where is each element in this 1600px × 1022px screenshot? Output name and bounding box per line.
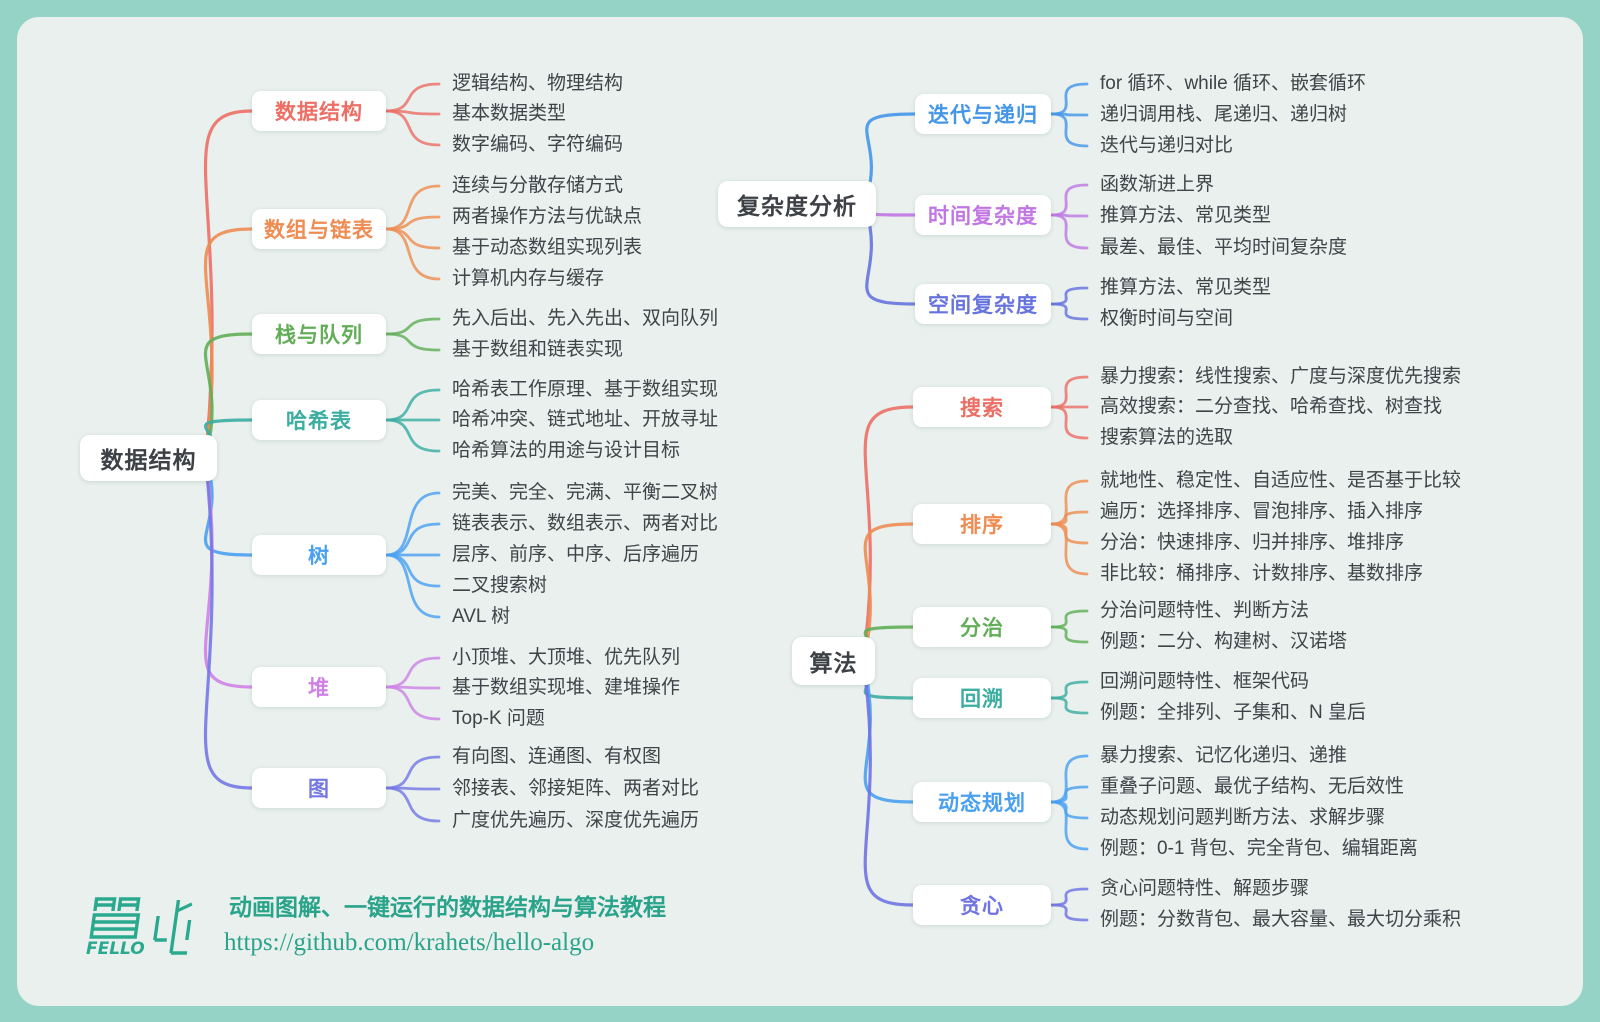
mindmap-topic-item[interactable]: 链表表示、数组表示、两者对比 — [452, 513, 719, 534]
mindmap-topic-item[interactable]: 动态规划问题判断方法、求解步骤 — [1100, 807, 1386, 828]
mindmap-topic-item[interactable]: 重叠子问题、最优子结构、无后效性 — [1100, 776, 1405, 797]
mindmap-topic-item[interactable]: 暴力搜索：线性搜索、广度与深度优先搜索 — [1100, 366, 1462, 387]
mindmap-branch-node[interactable]: 搜索 — [913, 387, 1051, 427]
mindmap-topic-item[interactable]: 推算方法、常见类型 — [1100, 277, 1272, 298]
mindmap-branch-node[interactable]: 图 — [252, 768, 386, 808]
mindmap-root-node[interactable]: 数据结构 — [80, 435, 217, 481]
mindmap-topic-item[interactable]: 分治问题特性、判断方法 — [1100, 600, 1310, 621]
mindmap-topic-item[interactable]: 数字编码、字符编码 — [452, 134, 624, 155]
mindmap-topic-item[interactable]: 回溯问题特性、框架代码 — [1100, 671, 1310, 692]
mindmap-topic-item[interactable]: 两者操作方法与优缺点 — [452, 206, 643, 227]
mindmap-topic-item[interactable]: 权衡时间与空间 — [1100, 308, 1234, 329]
mindmap-topic-item[interactable]: 基本数据类型 — [452, 103, 567, 124]
repo-link[interactable]: https://github.com/krahets/hello-algo — [224, 929, 595, 956]
mindmap-branch-node[interactable]: 动态规划 — [913, 782, 1051, 822]
mindmap-branch-node[interactable]: 迭代与递归 — [915, 94, 1051, 134]
mindmap-topic-item[interactable]: 逻辑结构、物理结构 — [452, 73, 624, 94]
mindmap-topic-item[interactable]: 完美、完全、完满、平衡二叉树 — [452, 482, 719, 503]
mindmap-topic-item[interactable]: 暴力搜索、记忆化递归、递推 — [1100, 745, 1348, 766]
mindmap-branch-node[interactable]: 回溯 — [913, 678, 1051, 718]
mindmap-branch-node[interactable]: 排序 — [913, 504, 1051, 544]
mindmap-topic-item[interactable]: 计算机内存与缓存 — [452, 268, 605, 289]
mindmap-topic-item[interactable]: 搜索算法的选取 — [1100, 427, 1234, 448]
mindmap-branch-node[interactable]: 堆 — [252, 667, 386, 707]
mindmap-topic-item[interactable]: 有向图、连通图、有权图 — [452, 746, 662, 767]
mindmap-branch-node[interactable]: 贪心 — [913, 885, 1051, 925]
mindmap-branch-node[interactable]: 时间复杂度 — [915, 195, 1051, 235]
mindmap-topic-item[interactable]: 广度优先遍历、深度优先遍历 — [452, 810, 700, 831]
mindmap-topic-item[interactable]: 层序、前序、中序、后序遍历 — [452, 544, 700, 565]
mindmap-branch-node[interactable]: 哈希表 — [252, 400, 386, 440]
mindmap-root-node[interactable]: 算法 — [792, 637, 875, 685]
mindmap-root-node[interactable]: 复杂度分析 — [718, 181, 876, 227]
mindmap-topic-item[interactable]: 非比较：桶排序、计数排序、基数排序 — [1100, 563, 1424, 584]
mindmap-topic-item[interactable]: 哈希算法的用途与设计目标 — [452, 440, 681, 461]
mindmap-branch-node[interactable]: 数组与链表 — [252, 209, 386, 249]
mindmap-topic-item[interactable]: for 循环、while 循环、嵌套循环 — [1100, 73, 1367, 94]
mindmap-topic-item[interactable]: 基于数组实现堆、建堆操作 — [452, 677, 681, 698]
mindmap-branch-node[interactable]: 数据结构 — [252, 91, 386, 131]
mindmap-topic-item[interactable]: 例题：二分、构建树、汉诺塔 — [1100, 631, 1348, 652]
mindmap-branch-node[interactable]: 栈与队列 — [252, 314, 386, 354]
mindmap-topic-item[interactable]: AVL 树 — [452, 606, 511, 627]
mindmap-topic-item[interactable]: 最差、最佳、平均时间复杂度 — [1100, 237, 1348, 258]
mindmap-topic-item[interactable]: 例题：全排列、子集和、N 皇后 — [1100, 702, 1367, 723]
mindmap-topic-item[interactable]: Top-K 问题 — [452, 708, 545, 729]
mindmap-topic-item[interactable]: 小顶堆、大顶堆、优先队列 — [452, 647, 681, 668]
mindmap-topic-item[interactable]: 基于数组和链表实现 — [452, 339, 624, 360]
mindmap-topic-item[interactable]: 基于动态数组实现列表 — [452, 237, 643, 258]
site-tagline: 动画图解、一键运行的数据结构与算法教程 — [229, 894, 666, 920]
mindmap-topic-item[interactable]: 高效搜索：二分查找、哈希查找、树查找 — [1100, 396, 1443, 417]
svg-text:FELLO: FELLO — [86, 939, 145, 958]
mindmap-topic-item[interactable]: 例题：0-1 背包、完全背包、编辑距离 — [1100, 838, 1418, 859]
mindmap-topic-item[interactable]: 函数渐进上界 — [1100, 174, 1215, 195]
hello-algo-logo: FELLO — [82, 896, 194, 959]
mindmap-topic-item[interactable]: 迭代与递归对比 — [1100, 135, 1234, 156]
mindmap-topic-item[interactable]: 分治：快速排序、归并排序、堆排序 — [1100, 532, 1405, 553]
mindmap-topic-item[interactable]: 哈希表工作原理、基于数组实现 — [452, 379, 719, 400]
mindmap-topic-item[interactable]: 二叉搜索树 — [452, 575, 548, 596]
mindmap-topic-item[interactable]: 邻接表、邻接矩阵、两者对比 — [452, 778, 700, 799]
mindmap-branch-node[interactable]: 空间复杂度 — [915, 284, 1051, 324]
mindmap-topic-item[interactable]: 遍历：选择排序、冒泡排序、插入排序 — [1100, 501, 1424, 522]
mindmap-topic-item[interactable]: 连续与分散存储方式 — [452, 175, 624, 196]
mindmap-branch-node[interactable]: 树 — [252, 535, 386, 575]
mindmap-topic-item[interactable]: 例题：分数背包、最大容量、最大切分乘积 — [1100, 909, 1462, 930]
mindmap-topic-item[interactable]: 哈希冲突、链式地址、开放寻址 — [452, 409, 719, 430]
mindmap-topic-item[interactable]: 递归调用栈、尾递归、递归树 — [1100, 104, 1348, 125]
mindmap-topic-item[interactable]: 就地性、稳定性、自适应性、是否基于比较 — [1100, 470, 1462, 491]
mindmap-branch-node[interactable]: 分治 — [913, 607, 1051, 647]
mindmap-topic-item[interactable]: 推算方法、常见类型 — [1100, 205, 1272, 226]
mindmap-topic-item[interactable]: 贪心问题特性、解题步骤 — [1100, 878, 1310, 899]
mindmap-topic-item[interactable]: 先入后出、先入先出、双向队列 — [452, 308, 719, 329]
